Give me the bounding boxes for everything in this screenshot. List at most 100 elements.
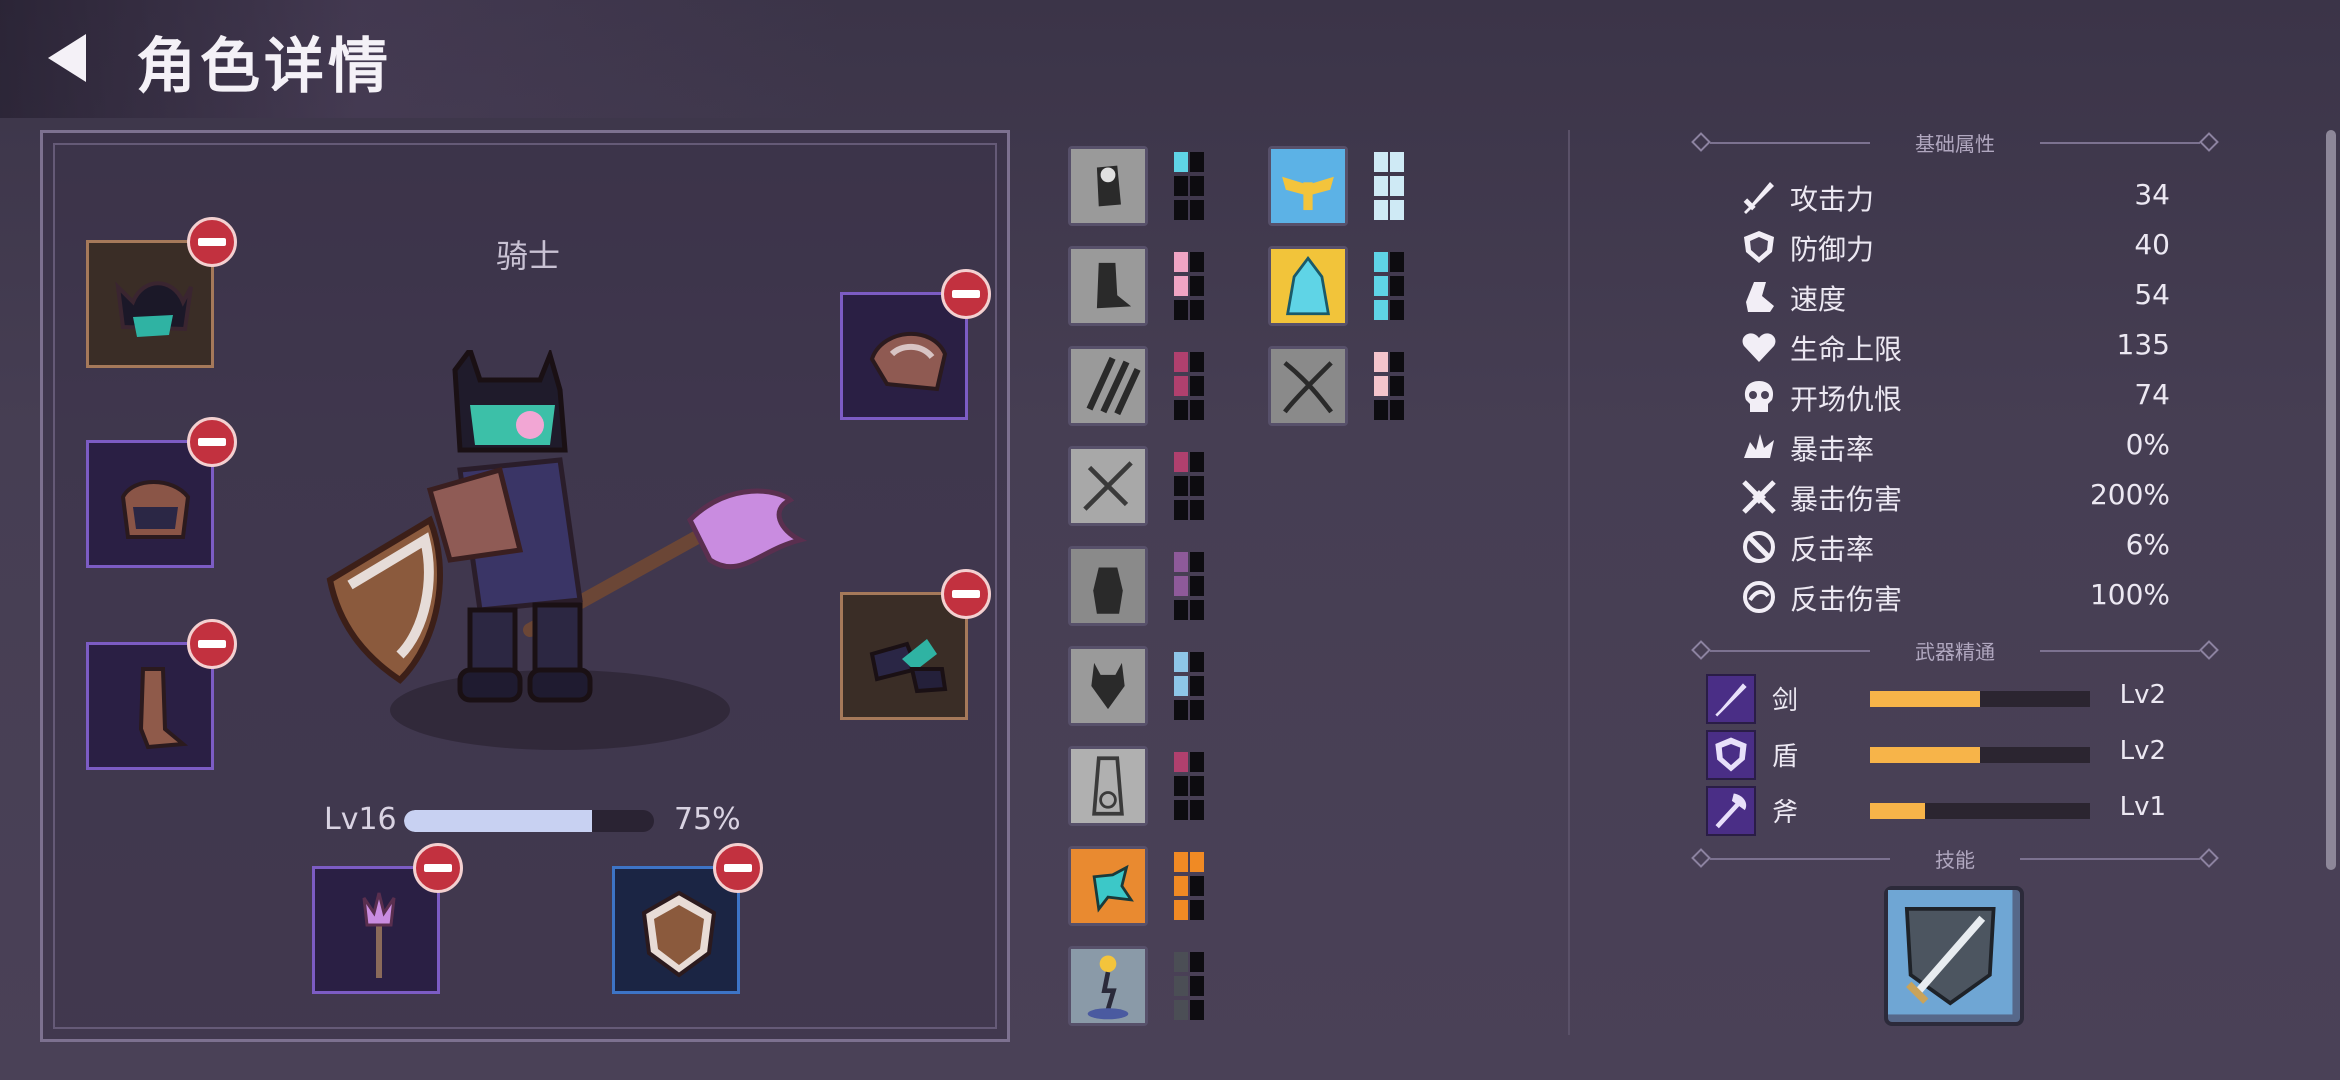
skill-pips [1374, 252, 1404, 320]
skill-pips [1174, 352, 1204, 420]
stat-row-counter-rate: 反击率 6% [1740, 524, 2170, 568]
crit-damage-icon [1742, 480, 1776, 514]
equip-slot-weapon[interactable] [312, 843, 463, 994]
passive-skill-lightning[interactable] [1068, 946, 1148, 1026]
equip-slot-helmet[interactable] [86, 217, 237, 368]
axe-mastery-badge [1706, 786, 1756, 836]
skill-pips [1174, 952, 1204, 1020]
skill-pips [1174, 852, 1204, 920]
skill-pips [1174, 552, 1204, 620]
passive-skill-swords[interactable] [1268, 346, 1348, 426]
axe-icon [1715, 793, 1747, 829]
active-skill-shield-sword[interactable] [1884, 886, 2024, 1026]
sword-icon [1715, 683, 1747, 717]
skill-pips [1374, 352, 1404, 420]
passive-skill-claw[interactable] [1068, 346, 1148, 426]
spirit-icon [1271, 249, 1345, 323]
level-percent: 75% [674, 802, 741, 837]
stat-row-max-hp: 生命上限 135 [1740, 324, 2170, 368]
header-bar [0, 0, 1200, 118]
panel-divider [1568, 130, 1570, 1035]
equip-slot-gloves[interactable] [840, 269, 991, 420]
passive-skill-aura[interactable] [1068, 546, 1148, 626]
shield-icon [1744, 231, 1774, 263]
sword-icon [1743, 182, 1774, 214]
skill-pips [1174, 452, 1204, 520]
passive-skill-fist[interactable] [1068, 146, 1148, 226]
passive-skill-boot[interactable] [1068, 246, 1148, 326]
skill-pips [1174, 652, 1204, 720]
counter-damage-icon [1743, 581, 1775, 613]
slash-icon [1071, 449, 1145, 523]
boot-icon [1746, 282, 1774, 312]
remove-button[interactable] [187, 619, 237, 669]
heart-icon [1742, 333, 1776, 362]
page-title: 角色详情 [136, 32, 392, 102]
shoulder-armor-icon [869, 331, 948, 392]
skill-pips [1374, 152, 1404, 220]
equip-slot-chest[interactable] [86, 417, 237, 568]
passive-skill-slash[interactable] [1068, 446, 1148, 526]
passive-skill-spirit[interactable] [1268, 246, 1348, 326]
skill-pips [1174, 752, 1204, 820]
shield-item-icon [641, 890, 717, 978]
passive-skill-hand[interactable] [1068, 846, 1148, 926]
sword-mastery-badge [1706, 674, 1756, 724]
mastery-fill [1870, 803, 1925, 819]
equip-slot-shield[interactable] [612, 843, 763, 994]
remove-button[interactable] [941, 569, 991, 619]
shield-icon [1715, 737, 1747, 772]
remove-button[interactable] [187, 217, 237, 267]
shield-mastery-badge [1706, 730, 1756, 780]
stat-row-crit-damage: 暴击伤害 200% [1740, 474, 2170, 518]
stats-scrollbar[interactable] [2326, 130, 2336, 870]
equip-slot-gauntlet[interactable] [840, 569, 991, 720]
skill-pips [1174, 252, 1204, 320]
level-progress-bar [404, 810, 654, 832]
character-sprite [326, 350, 808, 750]
remove-button[interactable] [413, 843, 463, 893]
back-button[interactable] [40, 28, 100, 88]
crossed-swords-icon [1271, 349, 1345, 423]
counter-icon [1743, 531, 1775, 563]
mastery-row-shield: 盾 Lv2 [1706, 730, 2176, 780]
passive-skill-wings[interactable] [1268, 146, 1348, 226]
aura-icon [1071, 549, 1145, 623]
remove-button[interactable] [941, 269, 991, 319]
mastery-fill [1870, 747, 1980, 763]
hand-burst-icon [1071, 849, 1145, 923]
equip-slot-boots[interactable] [86, 619, 237, 770]
gauntlet-icon [869, 639, 948, 694]
mastery-row-axe: 斧 Lv1 [1706, 786, 2176, 836]
boot-skill-icon [1071, 249, 1145, 323]
helmet-icon [115, 281, 193, 337]
level-row: Lv16 75% [324, 800, 744, 840]
fist-icon [1071, 149, 1145, 223]
character-name: 骑士 [495, 237, 560, 275]
shield-sword-skill-icon [1888, 890, 2013, 1015]
base-stats-header: 基础属性 [1690, 128, 2220, 158]
lightning-orb-icon [1071, 949, 1145, 1023]
boots-icon [138, 667, 189, 750]
winged-emblem-icon [1271, 149, 1345, 223]
stat-row-threat: 开场仇恨 74 [1740, 374, 2170, 418]
demon-icon [1071, 649, 1145, 723]
level-label: Lv16 [324, 802, 397, 837]
skill-pips [1174, 152, 1204, 220]
chest-armor-icon [120, 480, 191, 539]
claw-icon [1071, 349, 1145, 423]
stat-row-speed: 速度 54 [1740, 274, 2170, 318]
level-progress-fill [404, 810, 592, 832]
staff-icon [362, 892, 396, 978]
crit-icon [1744, 434, 1774, 458]
remove-button[interactable] [713, 843, 763, 893]
weapon-mastery-header: 武器精通 [1690, 636, 2220, 666]
stat-row-attack: 攻击力 34 [1740, 174, 2170, 218]
passive-skill-demon[interactable] [1068, 646, 1148, 726]
passive-skill-totem[interactable] [1068, 746, 1148, 826]
back-arrow-icon [48, 34, 86, 82]
mastery-row-sword: 剑 Lv2 [1706, 674, 2176, 724]
remove-button[interactable] [187, 417, 237, 467]
stat-row-counter-damage: 反击伤害 100% [1740, 574, 2170, 618]
totem-icon [1071, 749, 1145, 823]
